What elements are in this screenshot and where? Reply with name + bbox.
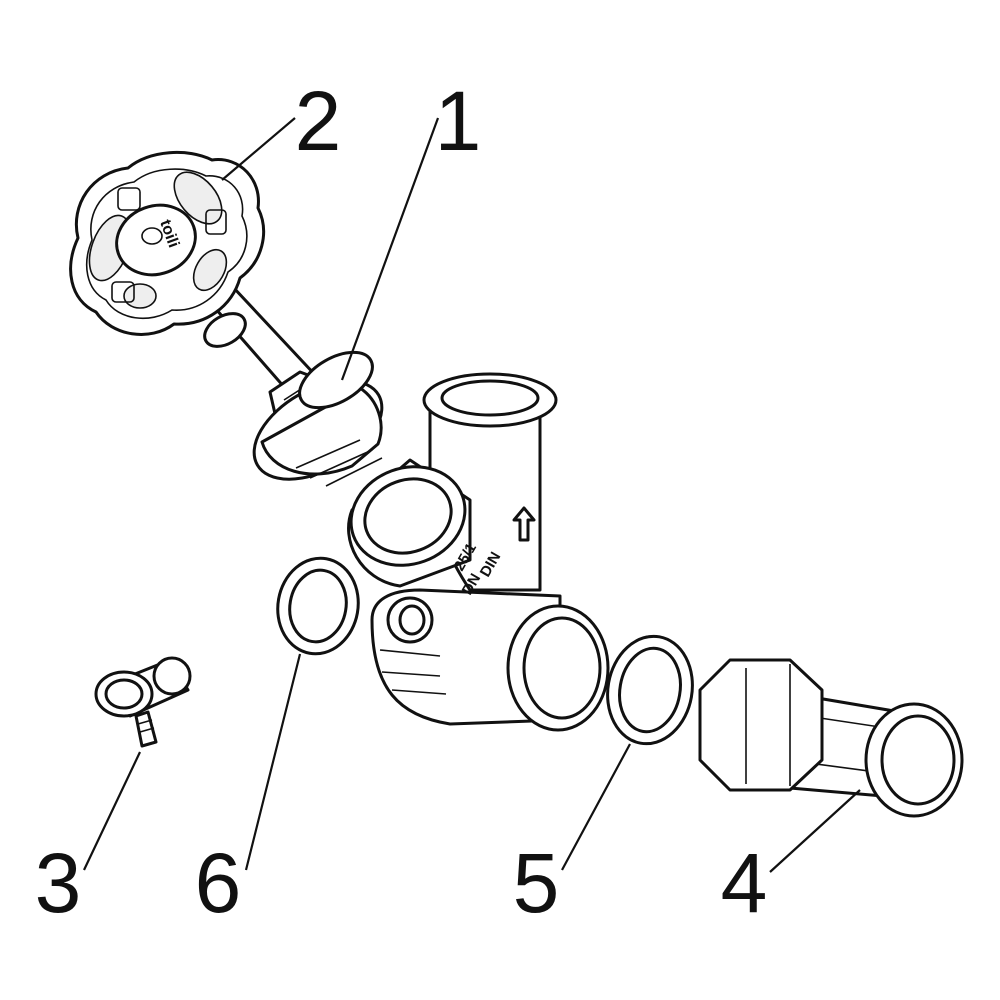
part-3-drain-valve [94,656,192,748]
flow-arrow-icon [512,506,536,542]
callout-5: 5 [513,836,560,930]
leader-line-3 [83,751,141,871]
leader-line-6 [244,653,302,871]
callout-6: 6 [195,836,242,930]
logo-mark-icon [111,281,135,303]
leader-lines [83,117,861,873]
leader-line-1 [340,117,440,381]
part-5-seal-ring [606,634,694,746]
leader-line-2 [221,117,296,181]
callout-2: 2 [295,74,342,168]
leader-line-4 [769,789,861,873]
callout-3: 3 [35,836,82,930]
valve-body: 25/1 DIN DN [347,372,610,732]
callout-4: 4 [721,836,768,930]
part-6-seal-ring [276,556,360,656]
leader-line-5 [561,743,631,871]
logo-mark-icon [205,209,227,235]
logo-mark-icon [117,187,141,211]
part-4-union-nut [698,658,964,818]
part-2-handwheel: toili [69,150,340,434]
part-1-bonnet [252,350,384,487]
callout-1: 1 [435,74,482,168]
